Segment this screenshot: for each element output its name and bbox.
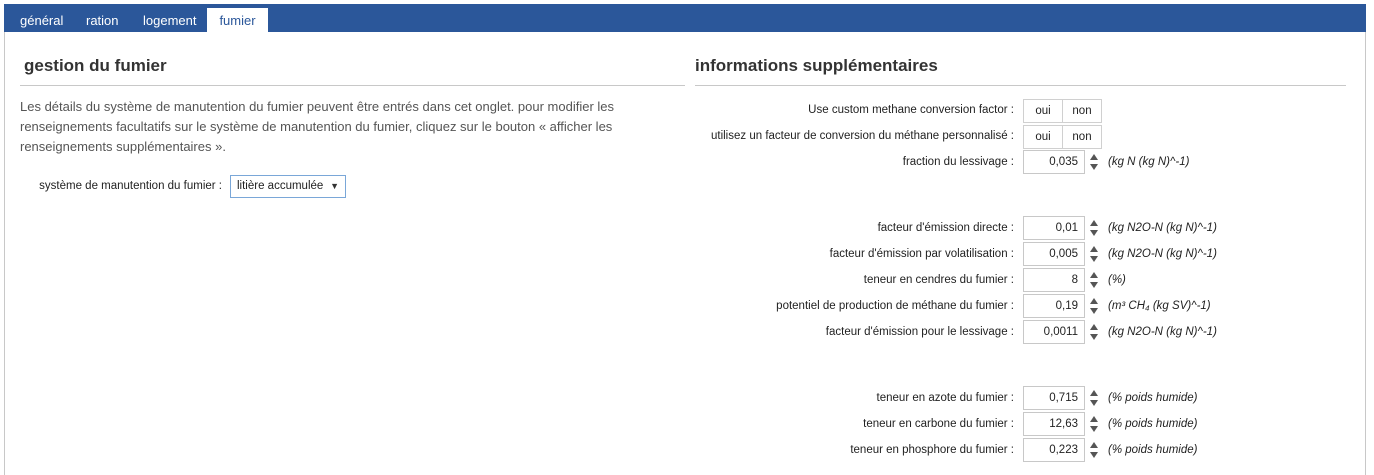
spinner[interactable] <box>1087 216 1101 240</box>
toggle-label: utilisez un facteur de conversion du mét… <box>710 130 1014 142</box>
field-label: potentiel de production de méthane du fu… <box>776 300 1014 312</box>
toggle-label: Use custom methane conversion factor : <box>808 104 1014 116</box>
spinner[interactable] <box>1087 150 1101 174</box>
section-divider-left <box>20 85 685 86</box>
system-label: système de manutention du fumier : <box>39 180 222 192</box>
system-select-value: litière accumulée <box>237 180 324 192</box>
ash-content-input[interactable]: 8 <box>1023 268 1085 292</box>
field-unit: (% poids humide) <box>1108 444 1198 456</box>
tab-ration[interactable]: ration <box>86 13 119 28</box>
field-unit: (kg N2O-N (kg N)^-1) <box>1108 326 1217 338</box>
direct-emission-input[interactable]: 0,01 <box>1023 216 1085 240</box>
field-label: facteur d'émission par volatilisation : <box>829 248 1014 260</box>
section-title-informations: informations supplémentaires <box>695 56 938 75</box>
field-label: facteur d'émission directe : <box>877 222 1014 234</box>
volatilization-emission-input[interactable]: 0,005 <box>1023 242 1085 266</box>
field-label: teneur en phosphore du fumier : <box>850 444 1014 456</box>
field-label: facteur d'émission pour le lessivage : <box>825 326 1014 338</box>
content-panel <box>4 32 1366 475</box>
field-label: teneur en azote du fumier : <box>876 392 1014 404</box>
tab-general[interactable]: général <box>20 13 64 28</box>
toggle-no-button[interactable]: non <box>1063 99 1102 123</box>
spin-down-icon[interactable] <box>1090 452 1098 458</box>
spin-up-icon[interactable] <box>1090 324 1098 330</box>
tab-bar: général ration logement fumier <box>4 4 1366 32</box>
spin-down-icon[interactable] <box>1090 426 1098 432</box>
spin-up-icon[interactable] <box>1090 220 1098 226</box>
chevron-down-icon: ▼ <box>330 181 339 191</box>
spin-down-icon[interactable] <box>1090 308 1098 314</box>
methane-factor-toggle: oui non <box>1023 125 1102 149</box>
section-divider-right <box>695 85 1346 86</box>
spin-up-icon[interactable] <box>1090 442 1098 448</box>
custom-methane-toggle: oui non <box>1023 99 1102 123</box>
spin-down-icon[interactable] <box>1090 230 1098 236</box>
toggle-yes-button[interactable]: oui <box>1023 125 1063 149</box>
spin-down-icon[interactable] <box>1090 400 1098 406</box>
spin-up-icon[interactable] <box>1090 298 1098 304</box>
spin-up-icon[interactable] <box>1090 272 1098 278</box>
field-unit: (% poids humide) <box>1108 418 1198 430</box>
field-unit: (m³ CH₄ (kg SV)^-1) <box>1108 300 1211 312</box>
spin-down-icon[interactable] <box>1090 282 1098 288</box>
spinner[interactable] <box>1087 294 1101 318</box>
spinner[interactable] <box>1087 320 1101 344</box>
spinner[interactable] <box>1087 268 1101 292</box>
system-select[interactable]: litière accumulée ▼ <box>230 175 346 198</box>
spin-up-icon[interactable] <box>1090 390 1098 396</box>
field-unit: (%) <box>1108 274 1126 286</box>
toggle-yes-button[interactable]: oui <box>1023 99 1063 123</box>
leaching-fraction-input[interactable]: 0,035 <box>1023 150 1085 174</box>
leaching-emission-input[interactable]: 0,0011 <box>1023 320 1085 344</box>
section-description: Les détails du système de manutention du… <box>20 99 615 154</box>
methane-potential-input[interactable]: 0,19 <box>1023 294 1085 318</box>
spinner[interactable] <box>1087 242 1101 266</box>
section-title-gestion: gestion du fumier <box>24 56 167 75</box>
nitrogen-content-input[interactable]: 0,715 <box>1023 386 1085 410</box>
field-unit: (% poids humide) <box>1108 392 1198 404</box>
field-unit: (kg N2O-N (kg N)^-1) <box>1108 248 1217 260</box>
tab-logement[interactable]: logement <box>143 13 197 28</box>
spin-down-icon[interactable] <box>1090 256 1098 262</box>
spinner[interactable] <box>1087 438 1101 462</box>
field-label: fraction du lessivage : <box>902 156 1014 168</box>
field-unit: (kg N2O-N (kg N)^-1) <box>1108 222 1217 234</box>
spin-up-icon[interactable] <box>1090 154 1098 160</box>
phosphorus-content-input[interactable]: 0,223 <box>1023 438 1085 462</box>
field-label: teneur en carbone du fumier : <box>863 418 1014 430</box>
spinner[interactable] <box>1087 412 1101 436</box>
field-unit: (kg N (kg N)^-1) <box>1108 156 1190 168</box>
spin-up-icon[interactable] <box>1090 416 1098 422</box>
spinner[interactable] <box>1087 386 1101 410</box>
spin-down-icon[interactable] <box>1090 334 1098 340</box>
spin-down-icon[interactable] <box>1090 164 1098 170</box>
carbon-content-input[interactable]: 12,63 <box>1023 412 1085 436</box>
spin-up-icon[interactable] <box>1090 246 1098 252</box>
field-label: teneur en cendres du fumier : <box>863 274 1014 286</box>
tab-fumier[interactable]: fumier <box>207 8 268 32</box>
toggle-no-button[interactable]: non <box>1063 125 1102 149</box>
